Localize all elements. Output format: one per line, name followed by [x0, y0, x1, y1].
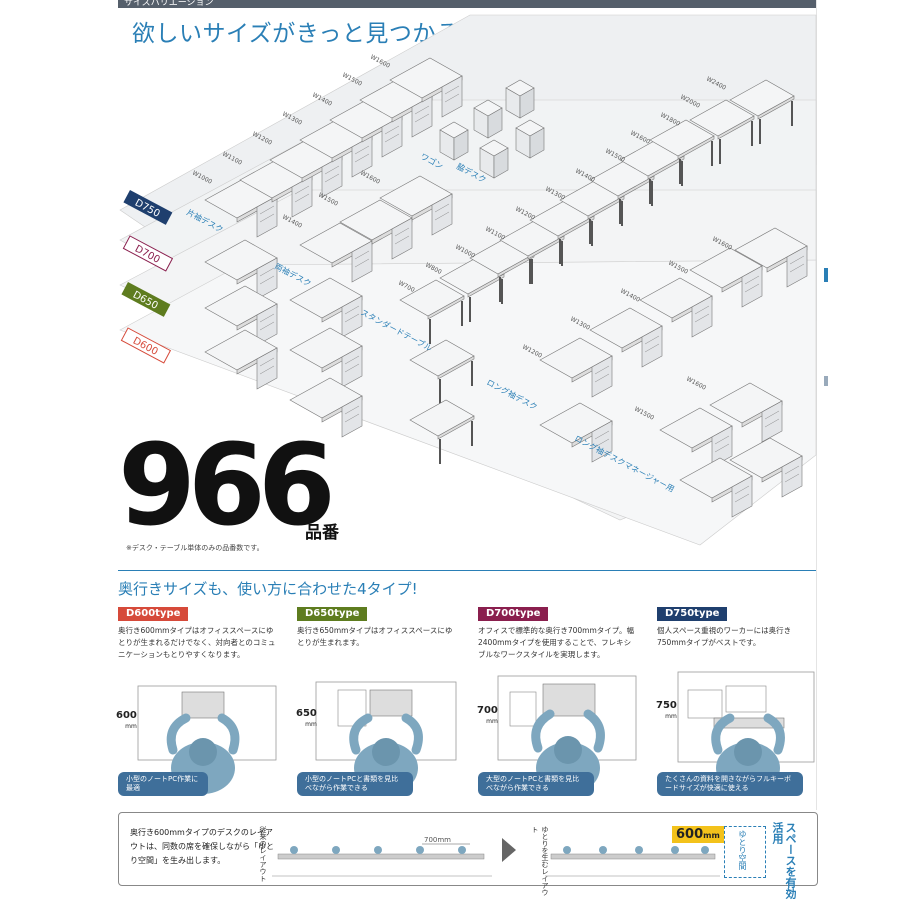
- wagon: [439, 121, 469, 161]
- product-count: 966: [118, 421, 336, 551]
- wagon: [473, 99, 503, 139]
- tag-d750: [123, 190, 173, 225]
- tag-d650: [121, 282, 171, 317]
- yutori-space-label: ゆとり空間: [738, 830, 747, 870]
- new-layout-drawing: [545, 846, 720, 877]
- dim-d600: 600 mm: [116, 710, 137, 732]
- dim-d700: 700 mm: [477, 705, 498, 727]
- desk-lineup-illustration: D750 D700 D650 D600 片袖デスク 両袖デスク スタンダードテー…: [119, 14, 817, 546]
- dim-unit: mm: [305, 721, 317, 728]
- desc-d600: 奥行き600mmタイプはオフィススペースにゆとりが生まれるだけでなく、対向者との…: [118, 626, 276, 659]
- side-desk: [479, 139, 509, 179]
- side-tab-marker: [824, 268, 828, 282]
- dim-unit: mm: [486, 718, 498, 725]
- dim-unit: mm: [665, 713, 677, 720]
- dim-value: 700: [477, 705, 498, 716]
- tag-d600: [120, 327, 172, 364]
- caption-d700: 大型のノートPCと書類を見比べながら作業できる: [478, 772, 594, 796]
- caption-d750: たくさんの資料を開きながらフルキーボードサイズが快適に使える: [657, 772, 803, 796]
- dim-unit: mm: [125, 723, 137, 730]
- section-header-bar: サイズバリエーション: [118, 0, 816, 8]
- conventional-dim: 700mm: [424, 836, 451, 844]
- desc-d700: オフィスで標準的な奥行き700mmタイプ。幅2400mmタイプを使用することで、…: [478, 626, 635, 659]
- dim-d750: 750 mm: [656, 700, 677, 722]
- product-count-unit: 品番: [305, 523, 339, 543]
- tag-d700: [122, 235, 174, 272]
- new-dim-value: 600: [676, 827, 704, 842]
- conventional-layout-drawing: [272, 843, 492, 877]
- label-new-layout: ゆとりを生むレイアウト: [531, 826, 549, 896]
- dim-value: 600: [116, 710, 137, 721]
- label-conventional-layout: 従来のレイアウト: [259, 826, 267, 882]
- side-tab-marker: [824, 376, 828, 386]
- layout-description: 奥行き600mmタイプのデスクのレイアウトは、同数の席を確保しながら「ゆとり空間…: [130, 828, 274, 865]
- side-desk: [515, 119, 545, 159]
- caption-d650: 小型のノートPCと書類を見比べながら作業できる: [297, 772, 413, 796]
- desc-d650: 奥行き650mmタイプはオフィススペースにゆとりが生まれます。: [297, 626, 453, 647]
- worker-d600: [137, 685, 277, 794]
- new-layout-dim: 600mm: [672, 826, 724, 843]
- badge-d700: D700type: [478, 607, 549, 621]
- badge-d750: D750type: [657, 607, 728, 621]
- caption-d600: 小型のノートPC作業に最適: [118, 772, 208, 796]
- types-heading: 奥行きサイズも、使い方に合わせた4タイプ!: [118, 580, 418, 598]
- comparison-arrow-icon: [502, 838, 516, 862]
- badge-d600: D600type: [118, 607, 189, 621]
- desc-d750: 個人スペース重視のワーカーには奥行き750mmタイプがベストです。: [657, 626, 792, 647]
- wagon: [505, 79, 535, 119]
- section-divider: [118, 570, 816, 571]
- count-footnote: ※デスク・テーブル単体のみの品番数です。: [126, 544, 264, 552]
- dim-d650: 650 mm: [296, 708, 317, 730]
- new-dim-unit: mm: [703, 831, 720, 840]
- space-effective-label: スペースを有効活用: [771, 822, 797, 899]
- page-edge-line: [816, 0, 817, 810]
- dim-value: 650: [296, 708, 317, 719]
- badge-d650: D650type: [297, 607, 368, 621]
- section-label: サイズバリエーション: [124, 0, 214, 8]
- yutori-space-area: [724, 826, 766, 878]
- dim-value: 750: [656, 700, 677, 711]
